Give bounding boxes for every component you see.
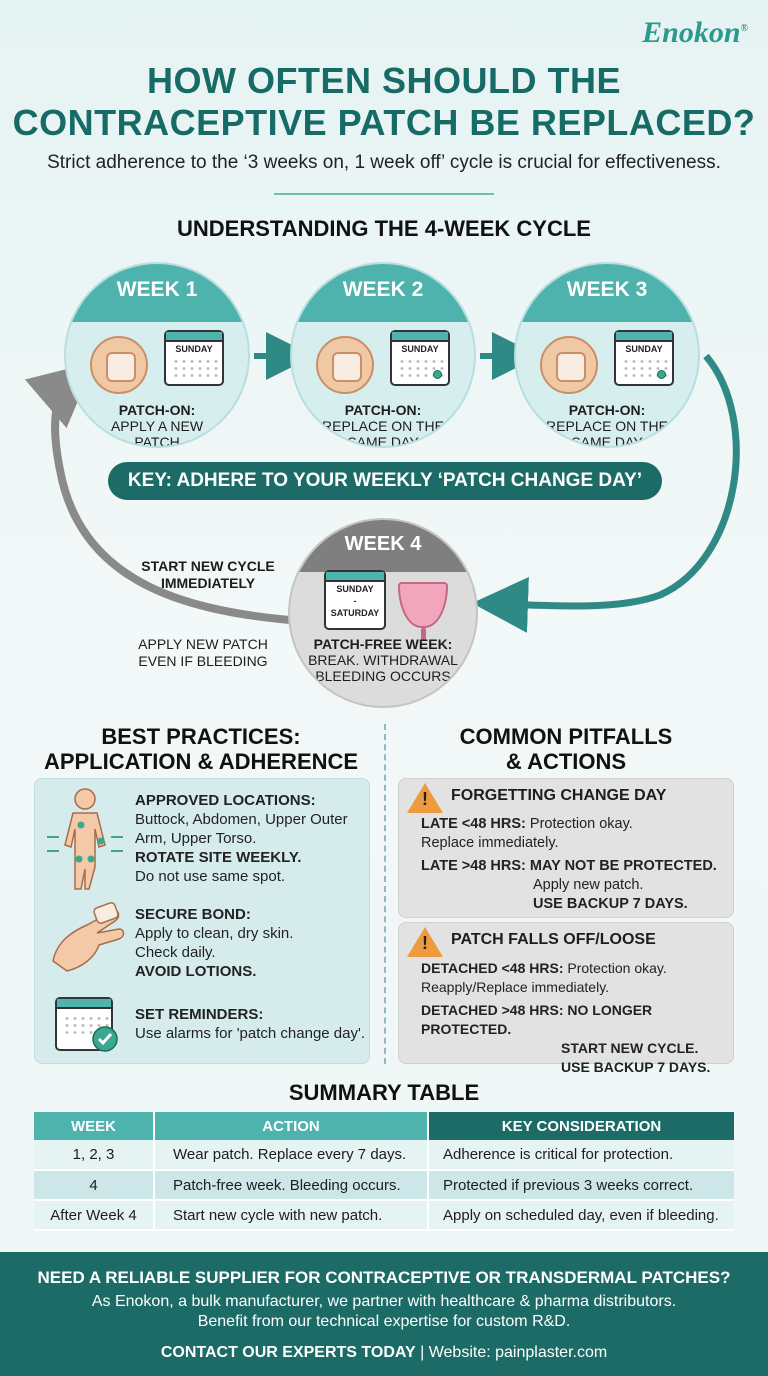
pitfall-title: FORGETTING CHANGE DAY <box>451 787 667 804</box>
forgetting-change-day-panel: ! FORGETTING CHANGE DAY LATE <48 HRS: Pr… <box>398 778 734 918</box>
brand-logo: Enokon® <box>642 16 748 49</box>
key-banner: KEY: ADHERE TO YOUR WEEKLY ‘PATCH CHANGE… <box>108 462 662 500</box>
locations-text: APPROVED LOCATIONS: Buttock, Abdomen, Up… <box>135 792 348 885</box>
table-row: After Week 4 Start new cycle with new pa… <box>34 1200 734 1231</box>
restart-note: START NEW CYCLE IMMEDIATELY <box>141 558 275 591</box>
warning-icon <box>407 783 443 813</box>
body-locations-icon <box>47 788 123 890</box>
cycle-heading: UNDERSTANDING THE 4-WEEK CYCLE <box>177 216 591 241</box>
week-description: PATCH-FREE WEEK: BREAK. WITHDRAWAL BLEED… <box>308 636 458 684</box>
week-title: WEEK 3 <box>566 278 648 301</box>
summary-heading: SUMMARY TABLE <box>288 1080 480 1105</box>
hand-pressing-patch-icon <box>52 902 125 972</box>
week-1-circle: WEEK 1 SUNDAY PATCH-ON: APPLY A NEW PATC… <box>64 262 250 448</box>
best-practices-panel: APPROVED LOCATIONS: Buttock, Abdomen, Up… <box>34 778 370 1064</box>
page-subtitle: Strict adherence to the ‘3 weeks on, 1 w… <box>47 152 721 173</box>
pitfall-title: PATCH FALLS OFF/LOOSE <box>451 931 656 948</box>
arrow-week4-week1 <box>24 362 291 624</box>
detached-under-48-text: DETACHED <48 HRS: Protection okay. Reapp… <box>421 960 667 995</box>
pitfalls-heading: COMMON PITFALLS & ACTIONS <box>459 724 673 774</box>
column-header: WEEK <box>34 1112 155 1140</box>
patch-icon <box>540 336 598 394</box>
column-header: ACTION <box>154 1112 429 1140</box>
arrow-week3-week4 <box>472 353 740 633</box>
column-divider <box>384 724 386 1064</box>
calendar-icon: SUNDAY - SATURDAY <box>324 570 386 630</box>
page-title: HOW OFTEN SHOULD THE CONTRACEPTIVE PATCH… <box>12 60 756 143</box>
calendar-icon: SUNDAY <box>390 330 450 386</box>
week-title: WEEK 2 <box>342 278 424 301</box>
week-3-circle: WEEK 3 SUNDAY PATCH-ON: REPLACE ON THE S… <box>514 262 700 448</box>
column-header: KEY CONSIDERATION <box>428 1112 734 1140</box>
secure-bond-text: SECURE BOND: Apply to clean, dry skin. C… <box>135 906 294 980</box>
divider <box>274 193 494 195</box>
footer-description: As Enokon, a bulk manufacturer, we partn… <box>91 1293 677 1330</box>
detached-over-48-text: DETACHED >48 HRS: NO LONGER PROTECTED. S… <box>421 1002 711 1075</box>
footer-banner: NEED A RELIABLE SUPPLIER FOR CONTRACEPTI… <box>0 1252 768 1376</box>
cycle-arrows <box>24 332 740 633</box>
week-title: WEEK 4 <box>344 533 422 555</box>
menstrual-cup-icon <box>398 582 448 640</box>
week-title: WEEK 1 <box>116 278 198 301</box>
footer-headline: NEED A RELIABLE SUPPLIER FOR CONTRACEPTI… <box>37 1268 731 1287</box>
week-description: PATCH-ON: REPLACE ON THE SAME DAY <box>322 402 444 448</box>
warning-icon <box>407 927 443 957</box>
summary-table: WEEK ACTION KEY CONSIDERATION 1, 2, 3 We… <box>34 1112 734 1231</box>
table-row: 4 Patch-free week. Bleeding occurs. Prot… <box>34 1170 734 1201</box>
calendar-icon: SUNDAY <box>164 330 224 386</box>
apply-note: APPLY NEW PATCH EVEN IF BLEEDING <box>138 636 268 669</box>
week-description: PATCH-ON: REPLACE ON THE SAME DAY <box>546 402 668 448</box>
best-practices-heading: BEST PRACTICES: APPLICATION & ADHERENCE <box>43 724 359 774</box>
week-description: PATCH-ON: APPLY A NEW PATCH <box>110 402 204 448</box>
late-under-48-text: LATE <48 HRS: Protection okay. Replace i… <box>421 816 633 851</box>
website-link[interactable]: Website: painplaster.com <box>428 1344 608 1361</box>
contact-cta[interactable]: CONTACT OUR EXPERTS TODAY <box>160 1344 416 1361</box>
week-2-circle: WEEK 2 SUNDAY PATCH-ON: REPLACE ON THE S… <box>290 262 476 448</box>
check-icon <box>92 1026 118 1052</box>
late-over-48-text: LATE >48 HRS: MAY NOT BE PROTECTED. Appl… <box>421 858 717 912</box>
week-4-circle: WEEK 4 SUNDAY - SATURDAY PATCH-FREE WEEK… <box>288 518 478 708</box>
calendar-icon: SUNDAY <box>614 330 674 386</box>
reminders-text: SET REMINDERS: Use alarms for 'patch cha… <box>135 1006 366 1042</box>
patch-icon <box>316 336 374 394</box>
table-row: 1, 2, 3 Wear patch. Replace every 7 days… <box>34 1140 734 1171</box>
patch-falls-off-panel: ! PATCH FALLS OFF/LOOSE DETACHED <48 HRS… <box>398 922 734 1075</box>
patch-icon <box>90 336 148 394</box>
footer-contact: CONTACT OUR EXPERTS TODAY | Website: pai… <box>160 1344 608 1361</box>
